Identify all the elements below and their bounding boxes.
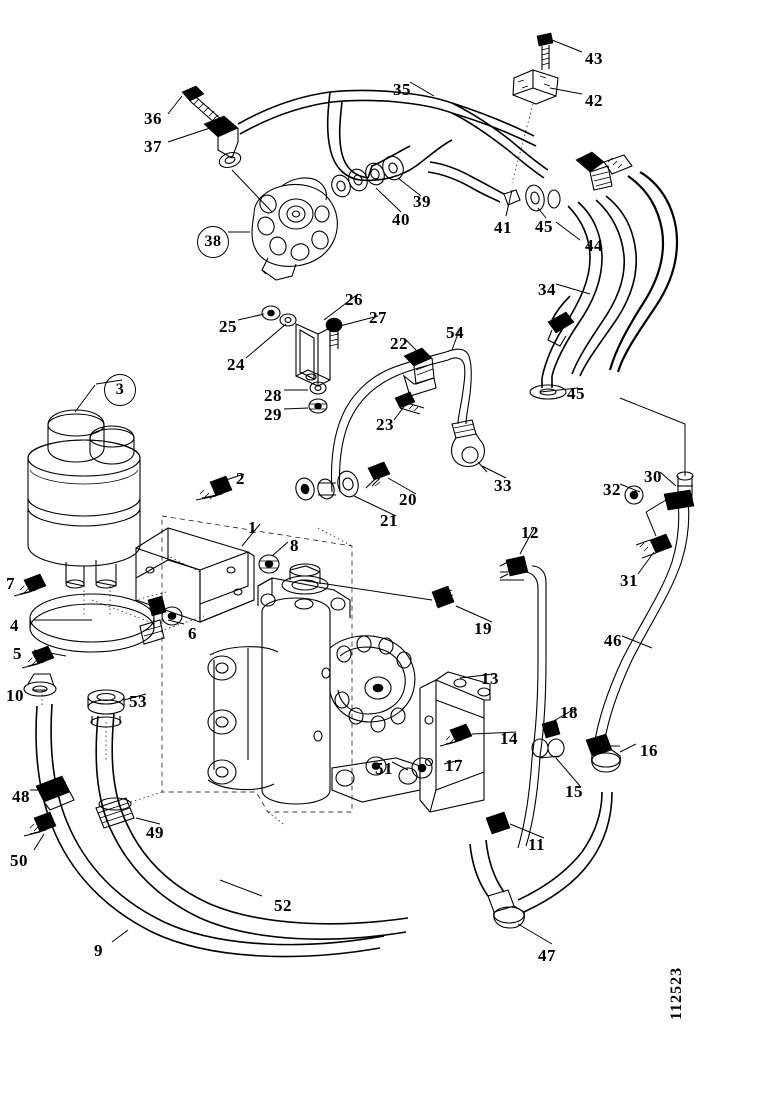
callout-13: 13	[481, 669, 499, 688]
callout-53: 53	[129, 692, 147, 711]
mounting-bracket-1	[135, 475, 280, 623]
rigid-tube-46	[593, 397, 695, 747]
callout-12: 12	[521, 523, 539, 542]
hose-to-fitting-41	[451, 102, 549, 179]
callout-47: 47	[538, 946, 556, 965]
upper-hose-35	[237, 89, 537, 182]
callout-45-lower: 45	[567, 384, 585, 403]
callout-31: 31	[620, 571, 638, 590]
callout-45-upper: 45	[535, 217, 553, 236]
callout-21: 21	[380, 511, 398, 530]
callout-50: 50	[10, 851, 28, 870]
callout-23: 23	[376, 415, 394, 434]
callout-52: 52	[274, 896, 292, 915]
callout-46: 46	[604, 631, 622, 650]
callout-54: 54	[446, 323, 464, 342]
callout-48: 48	[12, 787, 30, 806]
assembly-guide-lines	[41, 527, 431, 827]
callout-19: 19	[474, 619, 492, 638]
callout-9: 9	[94, 941, 103, 960]
callout-2: 2	[236, 469, 245, 488]
drawing-number: 112523	[668, 966, 685, 1020]
lower-right-lines	[469, 719, 621, 929]
callout-5: 5	[13, 644, 22, 663]
callout-28: 28	[264, 386, 282, 405]
callout-27: 27	[369, 308, 387, 327]
fitting-stack-41-45	[427, 151, 633, 212]
callout-51: 51	[375, 759, 393, 778]
callout-7: 7	[6, 574, 15, 593]
reservoir-3	[27, 384, 141, 589]
callout-20: 20	[399, 490, 417, 509]
callout-leaders	[31, 39, 677, 945]
callout-34: 34	[538, 280, 556, 299]
callout-40: 40	[392, 210, 410, 229]
bolt-43-bracket-42	[511, 32, 559, 184]
pump-assembly-38	[251, 177, 338, 281]
lower-left-hoses	[23, 689, 409, 958]
rigid-tube-22-54	[330, 347, 488, 493]
callout-33: 33	[494, 476, 512, 495]
callout-42: 42	[585, 91, 603, 110]
callout-44: 44	[585, 236, 603, 255]
callout-16: 16	[640, 741, 658, 760]
callout-41: 41	[494, 218, 512, 237]
callout-32: 32	[603, 480, 621, 499]
callout-39: 39	[413, 192, 431, 211]
callout-26: 26	[345, 290, 363, 309]
callout-24: 24	[227, 355, 245, 374]
callout-22: 22	[390, 334, 408, 353]
callout-17: 17	[445, 756, 463, 775]
washer-stack-39-40	[331, 155, 404, 198]
callout-6: 6	[188, 624, 197, 643]
fastener-20-21	[295, 461, 391, 501]
callout-30: 30	[644, 467, 662, 486]
callout-49: 49	[146, 823, 164, 842]
callout-37: 37	[144, 137, 162, 156]
callout-43: 43	[585, 49, 603, 68]
callout-35: 35	[393, 80, 411, 99]
callout-36: 36	[144, 109, 162, 128]
callout-3: 3	[104, 374, 136, 406]
pressure-line-12-19	[299, 555, 547, 759]
callout-25: 25	[219, 317, 237, 336]
callout-10: 10	[6, 686, 24, 705]
callout-18: 18	[560, 703, 578, 722]
callout-38: 38	[197, 226, 229, 258]
reservoir-strap-4	[13, 573, 183, 697]
callout-1: 1	[248, 518, 257, 537]
callout-29: 29	[264, 405, 282, 424]
callout-11: 11	[528, 835, 546, 854]
bolt-36-washer-37	[181, 85, 273, 213]
callout-8: 8	[290, 536, 299, 555]
callout-14: 14	[500, 729, 518, 748]
callout-15: 15	[565, 782, 583, 801]
bracket-13	[419, 671, 491, 813]
callout-4: 4	[10, 616, 19, 635]
